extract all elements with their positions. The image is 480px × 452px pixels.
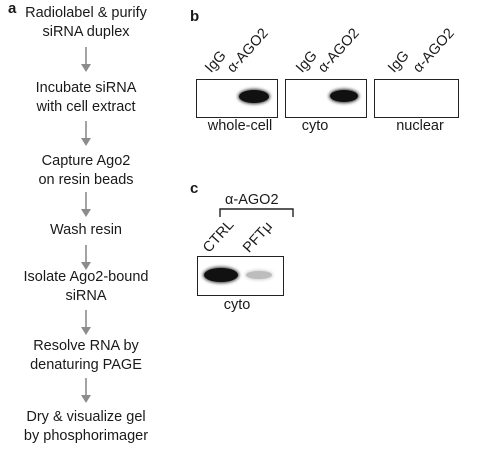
- panel-a-letter: a: [8, 0, 17, 17]
- step-3-line2: on resin beads: [38, 172, 134, 188]
- down-arrow-icon: [81, 192, 91, 217]
- band-cyto-ago2: [330, 90, 358, 102]
- blot3-lane-ago2-label: α-AGO2: [410, 25, 458, 77]
- down-arrow-icon: [81, 310, 91, 335]
- blot1-caption: whole-cell: [207, 118, 273, 134]
- step-1: Radiolabel & purify siRNA duplex: [0, 4, 172, 42]
- step-6: Resolve RNA by denaturing PAGE: [0, 337, 172, 375]
- step-7: Dry & visualize gel by phosphorimager: [0, 408, 172, 446]
- step-1-line1: Radiolabel & purify: [25, 5, 147, 21]
- down-arrow-icon: [81, 378, 91, 403]
- step-1-line2: siRNA duplex: [42, 24, 130, 40]
- step-4-line1: Wash resin: [50, 222, 122, 238]
- step-2-line1: Incubate siRNA: [35, 80, 137, 96]
- blot-nuclear: [374, 79, 459, 118]
- lane-ctrl-label: CTRL: [200, 217, 238, 256]
- panel-b-letter: b: [190, 8, 200, 25]
- step-5: Isolate Ago2-bound siRNA: [0, 268, 172, 306]
- down-arrow-icon: [81, 245, 91, 270]
- step-2: Incubate siRNA with cell extract: [0, 79, 172, 117]
- lane-pftmu-label: PFTμ: [240, 218, 276, 256]
- panel-c-letter: c: [190, 180, 199, 197]
- step-6-line1: Resolve RNA by: [33, 338, 139, 354]
- blot-c-caption: cyto: [223, 297, 251, 313]
- blot1-lane-ago2-label: α-AGO2: [224, 25, 272, 77]
- band-whole-cell-ago2: [239, 90, 269, 103]
- step-5-line1: Isolate Ago2-bound: [23, 269, 149, 285]
- blot3-caption: nuclear: [396, 118, 444, 134]
- band-pftmu: [246, 271, 272, 279]
- bracket-line: [219, 208, 294, 217]
- blot3-lane-igg-label: IgG: [385, 47, 413, 76]
- step-6-line2: denaturing PAGE: [30, 357, 142, 373]
- blot2-caption: cyto: [301, 118, 329, 134]
- step-3: Capture Ago2 on resin beads: [0, 152, 172, 190]
- step-7-line1: Dry & visualize gel: [26, 409, 146, 425]
- blot-cyto: [285, 79, 367, 118]
- bracket-label: α-AGO2: [225, 192, 279, 208]
- blot-whole-cell: [196, 79, 278, 118]
- step-7-line2: by phosphorimager: [23, 428, 149, 444]
- step-2-line2: with cell extract: [36, 99, 136, 115]
- step-3-line1: Capture Ago2: [41, 153, 131, 169]
- blot2-lane-ago2-label: α-AGO2: [315, 25, 363, 77]
- step-4: Wash resin: [0, 221, 172, 240]
- down-arrow-icon: [81, 121, 91, 146]
- band-ctrl: [204, 268, 238, 282]
- down-arrow-icon: [81, 47, 91, 72]
- blot-c-cyto: [197, 256, 284, 296]
- step-5-line2: siRNA: [65, 288, 107, 304]
